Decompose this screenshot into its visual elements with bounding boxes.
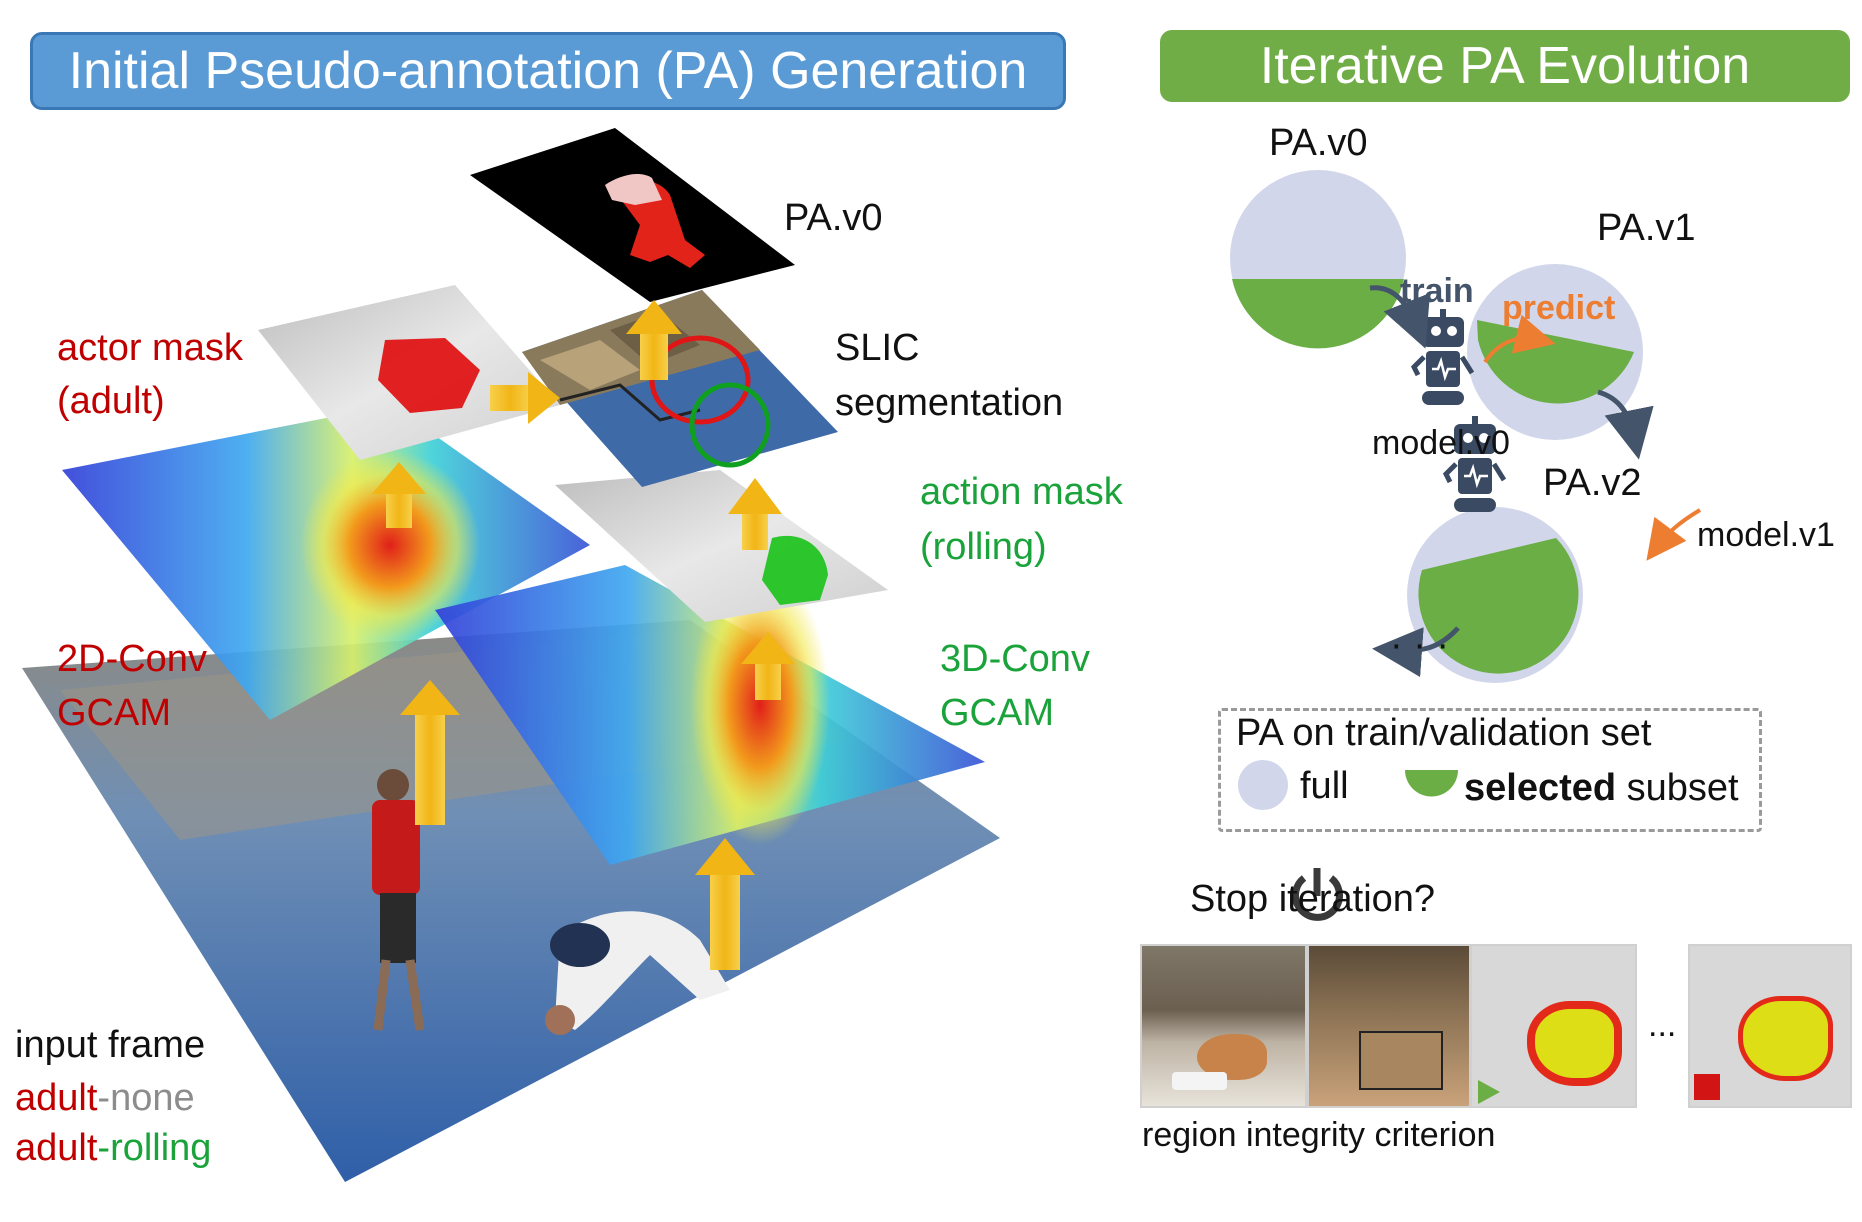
evolution-title-banner: Iterative PA Evolution	[1160, 30, 1850, 102]
legend-full-swatch	[1238, 760, 1288, 810]
thumbnail-ellipsis: ...	[1648, 1006, 1677, 1044]
model-v0-label: model.v0	[1372, 424, 1510, 462]
flow-arrows	[372, 300, 795, 970]
arrow-up-slic-to-pa	[626, 300, 682, 380]
pair2-separator: -	[97, 1127, 111, 1169]
actor-mask-plane	[258, 285, 560, 460]
legend-selected-rest: subset	[1616, 767, 1739, 809]
gcam-2d-plane	[62, 405, 590, 720]
arrow-up-input-to-gcam2d	[400, 680, 460, 825]
slic-plane	[522, 290, 838, 487]
person-red-shirt	[372, 800, 420, 895]
pair1-separator: -	[97, 1077, 111, 1119]
actor-mask-region	[378, 338, 480, 413]
person-head	[377, 769, 409, 801]
actor-mask-sub: (adult)	[57, 380, 165, 422]
slic-superpixel	[1359, 1031, 1443, 1090]
action-mask-region	[762, 535, 828, 605]
arrow-model-v0-to-pa-v1	[1483, 314, 1556, 364]
legend-selected-swatch	[1405, 770, 1458, 797]
evolution-diagram	[1230, 170, 1702, 921]
gcam-3d-plane	[435, 565, 985, 865]
pa-v0-node-label: PA.v0	[1269, 122, 1368, 164]
slic-sub: segmentation	[835, 382, 1064, 424]
thumbnail-input	[1140, 944, 1307, 1108]
action-mask-plane	[555, 470, 888, 622]
stop-square-icon	[1694, 1074, 1720, 1100]
play-icon	[1478, 1080, 1500, 1104]
model-v1-label: model.v1	[1697, 516, 1835, 554]
generation-title: Initial Pseudo-annotation (PA) Generatio…	[68, 42, 1028, 100]
stop-iteration-label: Stop iteration?	[1190, 878, 1436, 920]
actor-action-pair-2: adult-rolling	[15, 1125, 211, 1171]
evolution-ellipsis: · · ·	[1390, 624, 1450, 666]
arrow-pa-v1-to-model-v1	[1597, 389, 1654, 460]
pa-overlay-region	[1527, 1001, 1622, 1086]
pipeline-diagram	[22, 128, 1000, 1182]
action-mask-sub: (rolling)	[920, 526, 1047, 568]
pa-v0-plane	[470, 128, 795, 302]
predict-label: predict	[1502, 289, 1616, 327]
pa-v1-node-label: PA.v1	[1597, 207, 1696, 249]
pa-v0-circle	[1230, 170, 1406, 349]
arrow-up-action-to-slic	[728, 478, 782, 550]
legend-full-label: full	[1300, 765, 1349, 807]
conv2d-sub: GCAM	[57, 692, 171, 734]
thumbnail-pa-mask	[1470, 944, 1637, 1108]
pair2-action: rolling	[110, 1127, 212, 1169]
legend-box	[1218, 708, 1762, 832]
pair1-actor: adult	[15, 1077, 98, 1119]
arrow-model-v1-to-pa-v2	[1646, 508, 1702, 561]
arrow-right-actor-to-slic	[490, 372, 560, 424]
arrow-up-gcam2d-to-actor	[372, 462, 426, 528]
pair2-actor: adult	[15, 1127, 98, 1169]
arrow-pa-v0-to-model-v0	[1369, 285, 1431, 349]
thumbnail-slic	[1307, 944, 1471, 1108]
actor-mask-label: actor mask	[57, 327, 243, 369]
legend-selected-bold: selected	[1464, 767, 1617, 809]
legend-selected-label: selected subset	[1464, 765, 1739, 811]
actor-action-pair-1: adult-none	[15, 1075, 195, 1121]
pair1-action: none	[110, 1077, 195, 1119]
robot-icon	[1410, 309, 1475, 405]
conv3d-sub: GCAM	[940, 692, 1054, 734]
input-frame-label: input frame	[15, 1024, 206, 1066]
slic-action-contour	[689, 382, 771, 468]
pa-v2-selected-subset	[1418, 538, 1579, 674]
legend-title: PA on train/validation set	[1236, 712, 1652, 754]
slic-label: SLIC	[835, 327, 920, 369]
pa-v0-label: PA.v0	[784, 197, 883, 239]
pa-v2-node-label: PA.v2	[1543, 462, 1642, 504]
action-mask-label: action mask	[920, 471, 1123, 513]
thumbnail-final	[1688, 944, 1852, 1108]
pa-overlay-region-final	[1738, 996, 1833, 1081]
conv3d-label: 3D-Conv	[940, 638, 1090, 680]
criterion-label: region integrity criterion	[1142, 1116, 1496, 1154]
evolution-title: Iterative PA Evolution	[1259, 37, 1751, 95]
power-icon	[1292, 868, 1343, 921]
arrow-pa-v2-onward	[1372, 626, 1460, 678]
generation-title-banner: Initial Pseudo-annotation (PA) Generatio…	[30, 32, 1066, 110]
arrow-up-gcam3d-to-action	[741, 632, 795, 700]
robot-icon	[1442, 416, 1507, 512]
arrow-up-input-to-gcam3d	[695, 838, 755, 970]
pa-v2-circle	[1407, 507, 1583, 683]
train-label: train	[1400, 272, 1474, 310]
conv2d-label: 2D-Conv	[57, 638, 207, 680]
